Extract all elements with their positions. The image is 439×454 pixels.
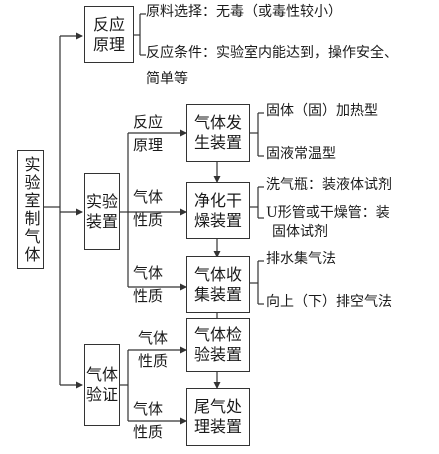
apparatus-label-line2: 装置 <box>85 211 118 231</box>
root-box: 实验室制气体 <box>17 150 44 269</box>
collector-line1: 气体收 <box>193 264 242 284</box>
tail-line2: 理装置 <box>193 417 242 436</box>
reaction-label-line2: 原理 <box>92 34 125 54</box>
tester-line2: 验装置 <box>193 345 242 364</box>
tester-basis-line2: 性质 <box>138 352 169 370</box>
apparatus-box: 实验 装置 <box>84 173 120 250</box>
gas-generator-box: 气体发 生装置 <box>186 104 250 162</box>
generator-line1: 气体发 <box>193 113 242 132</box>
purifier-line1: 净化干 <box>193 190 242 210</box>
collector-note-2: 向上（下）排空气法 <box>266 294 392 310</box>
purifier-basis-line1: 气体 <box>133 188 164 206</box>
conditions-note-line2: 简单等 <box>146 71 188 87</box>
verification-box: 气体 验证 <box>84 344 120 426</box>
collector-basis-line2: 性质 <box>133 287 164 305</box>
tail-gas-box: 尾气处 理装置 <box>186 388 250 446</box>
generator-note-1: 固体（固）加热型 <box>266 103 378 119</box>
gas-collector-box: 气体收 集装置 <box>186 256 250 313</box>
reaction-principle-box: 反应 原理 <box>84 6 134 63</box>
purify-dry-box: 净化干 燥装置 <box>186 182 250 239</box>
purifier-basis-line2: 性质 <box>133 211 164 229</box>
tail-basis-line2: 性质 <box>133 423 164 441</box>
purifier-note-1: 洗气瓶：装液体试剂 <box>266 177 392 193</box>
generator-basis-line1: 反应 <box>133 113 164 131</box>
purifier-line2: 燥装置 <box>193 210 242 230</box>
collector-line2: 集装置 <box>193 284 242 304</box>
tester-basis-line1: 气体 <box>138 329 169 347</box>
collector-note-1: 排水集气法 <box>266 251 336 267</box>
verification-label-line1: 气体 <box>85 365 118 384</box>
root-label: 实验室制气体 <box>21 155 41 264</box>
tail-basis-line1: 气体 <box>133 400 164 418</box>
generator-line2: 生装置 <box>193 133 242 152</box>
raw-material-note: 原料选择：无毒（或毒性较小） <box>146 4 342 20</box>
tail-line1: 尾气处 <box>193 397 242 416</box>
gas-tester-box: 气体检 验装置 <box>186 318 250 372</box>
purifier-note-3: 固体试剂 <box>272 224 328 240</box>
generator-basis-line2: 原理 <box>133 136 164 154</box>
reaction-label-line1: 反应 <box>92 14 125 34</box>
collector-basis-line1: 气体 <box>133 264 164 282</box>
purifier-note-2: U形管或干燥管：装 <box>266 205 390 221</box>
generator-note-2: 固液常温型 <box>266 146 336 162</box>
conditions-note-line1: 反应条件：实验室内能达到，操作安全、 <box>146 45 398 61</box>
tester-line1: 气体检 <box>193 325 242 344</box>
apparatus-label-line1: 实验 <box>85 191 118 211</box>
verification-label-line2: 验证 <box>85 385 118 404</box>
